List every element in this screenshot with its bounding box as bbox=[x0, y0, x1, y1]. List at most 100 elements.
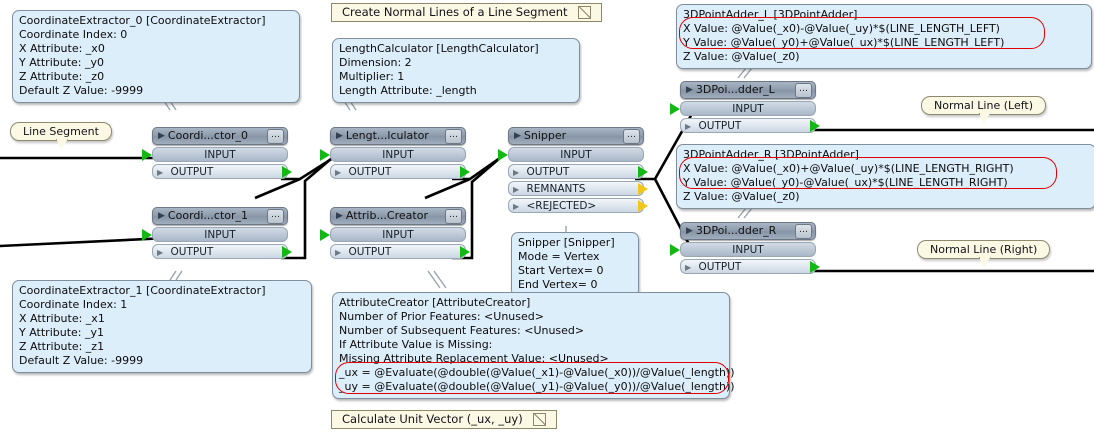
node-menu-icon[interactable]: … bbox=[445, 128, 462, 144]
node-menu-icon[interactable]: … bbox=[267, 208, 284, 224]
output-arrow-icon bbox=[810, 260, 820, 273]
callout-line-segment[interactable]: Line Segment bbox=[10, 122, 112, 149]
param-line: Coordinate Index: 1 bbox=[19, 298, 128, 311]
port-label: INPUT bbox=[382, 229, 414, 241]
node-3dpointadder-l[interactable]: ▶ 3DPoi...dder_L … INPUT ▶ OUTPUT bbox=[670, 81, 820, 133]
param-line: LengthCalculator [LengthCalculator] bbox=[339, 42, 539, 55]
param-line: Z Value: @Value(_z0) bbox=[683, 50, 800, 63]
port-label: OUTPUT bbox=[698, 261, 742, 273]
port-label: OUTPUT bbox=[170, 166, 214, 178]
param-line: Coordinate Index: 0 bbox=[19, 28, 128, 41]
callout-normal-line-left[interactable]: Normal Line (Left) bbox=[921, 96, 1046, 123]
node-length-calculator[interactable]: ▶ Lengt...lculator … INPUT ▶ OUTPUT bbox=[320, 127, 470, 179]
callout-tail bbox=[55, 139, 68, 149]
node-menu-icon[interactable]: … bbox=[795, 223, 812, 239]
node-3dpointadder-r[interactable]: ▶ 3DPoi...dder_R … INPUT ▶ OUTPUT bbox=[670, 222, 820, 274]
port-label: INPUT bbox=[204, 149, 236, 161]
param-line: 3DPointAdder_R [3DPointAdder] bbox=[683, 148, 859, 161]
port-output[interactable]: ▶ OUTPUT bbox=[152, 164, 292, 179]
param-line: X Attribute: _x0 bbox=[19, 42, 105, 55]
param-box-3dpointadder-r[interactable]: 3DPointAdder_R [3DPointAdder] X Value: @… bbox=[676, 144, 1094, 209]
port-label: OUTPUT bbox=[698, 120, 742, 132]
param-line: AttributeCreator [AttributeCreator] bbox=[339, 296, 531, 309]
param-line: CoordinateExtractor_0 [CoordinateExtract… bbox=[19, 14, 266, 27]
param-line: Z Value: @Value(_z0) bbox=[683, 190, 800, 203]
param-box-3dpointadder-l[interactable]: 3DPointAdder_L [3DPointAdder] X Value: @… bbox=[676, 4, 1092, 69]
param-line: Start Vertex= 0 bbox=[518, 264, 604, 277]
node-header[interactable]: ▶ Lengt...lculator … bbox=[330, 127, 466, 145]
callout-tail bbox=[978, 257, 991, 267]
node-menu-icon[interactable]: … bbox=[623, 128, 640, 144]
port-label: INPUT bbox=[204, 229, 236, 241]
port-label: OUTPUT bbox=[348, 166, 392, 178]
node-header[interactable]: ▶ Coordi...ctor_0 … bbox=[152, 127, 288, 145]
node-attribute-creator[interactable]: ▶ Attrib...Creator … INPUT ▶ OUTPUT bbox=[320, 207, 470, 259]
port-label: <REJECTED> bbox=[526, 200, 597, 212]
node-coordinate-extractor-0[interactable]: ▶ Coordi...ctor_0 … INPUT ▶ OUTPUT bbox=[142, 127, 292, 179]
node-menu-icon[interactable]: … bbox=[445, 208, 462, 224]
param-line: Dimension: 2 bbox=[339, 56, 412, 69]
port-output[interactable]: ▶ OUTPUT bbox=[330, 164, 470, 179]
node-title: 3DPoi...dder_R bbox=[695, 224, 777, 237]
node-menu-icon[interactable]: … bbox=[267, 128, 284, 144]
port-output[interactable]: ▶ OUTPUT bbox=[680, 259, 820, 274]
expand-triangle-icon: ▶ bbox=[336, 210, 343, 221]
param-line-formula: _uy = @Evaluate(@double(@Value(_y1)-@Val… bbox=[339, 380, 735, 393]
param-line-formula: _ux = @Evaluate(@double(@Value(_x1)-@Val… bbox=[339, 366, 735, 379]
output-arrow-icon bbox=[638, 199, 648, 212]
port-output[interactable]: ▶ OUTPUT bbox=[152, 244, 292, 259]
param-line: Length Attribute: _length bbox=[339, 84, 477, 97]
port-label: INPUT bbox=[732, 103, 764, 115]
param-line: Default Z Value: -9999 bbox=[19, 84, 144, 97]
port-input[interactable]: INPUT bbox=[670, 101, 816, 116]
port-input[interactable]: INPUT bbox=[320, 227, 466, 242]
node-header[interactable]: ▶ 3DPoi...dder_R … bbox=[680, 222, 816, 240]
param-line: Mode = Vertex bbox=[518, 250, 600, 263]
param-line: Multiplier: 1 bbox=[339, 70, 405, 83]
port-input[interactable]: INPUT bbox=[320, 147, 466, 162]
port-output[interactable]: ▶ OUTPUT bbox=[508, 164, 648, 179]
expand-triangle-icon: ▶ bbox=[336, 130, 343, 141]
output-arrow-icon bbox=[810, 119, 820, 132]
port-rejected[interactable]: ▶ <REJECTED> bbox=[508, 198, 648, 213]
param-box-coordinate-extractor-0[interactable]: CoordinateExtractor_0 [CoordinateExtract… bbox=[12, 10, 300, 103]
resize-grip-icon[interactable] bbox=[532, 413, 546, 426]
input-arrow-icon bbox=[320, 148, 330, 161]
node-coordinate-extractor-1[interactable]: ▶ Coordi...ctor_1 … INPUT ▶ OUTPUT bbox=[142, 207, 292, 259]
node-title: 3DPoi...dder_L bbox=[695, 83, 775, 96]
param-line-formula: Y Value: @Value(_y0)-@Value(_ux)*$(LINE_… bbox=[683, 176, 1008, 189]
port-output[interactable]: ▶ OUTPUT bbox=[330, 244, 470, 259]
port-label: INPUT bbox=[732, 244, 764, 256]
param-box-coordinate-extractor-1[interactable]: CoordinateExtractor_1 [CoordinateExtract… bbox=[12, 280, 312, 373]
node-header[interactable]: ▶ Snipper … bbox=[508, 127, 644, 145]
param-box-snipper[interactable]: Snipper [Snipper] Mode = Vertex Start Ve… bbox=[511, 232, 639, 297]
node-menu-icon[interactable]: … bbox=[795, 82, 812, 98]
workspace-title-bookmark[interactable]: Create Normal Lines of a Line Segment bbox=[331, 3, 602, 22]
node-title: Lengt...lculator bbox=[345, 129, 429, 142]
param-line: If Attribute Value is Missing: bbox=[339, 338, 493, 351]
node-snipper[interactable]: ▶ Snipper … INPUT ▶ OUTPUT ▶ REMNANTS ▶ … bbox=[498, 127, 648, 213]
port-triangle-icon: ▶ bbox=[513, 185, 520, 194]
param-box-length-calculator[interactable]: LengthCalculator [LengthCalculator] Dime… bbox=[332, 38, 580, 103]
node-header[interactable]: ▶ 3DPoi...dder_L … bbox=[680, 81, 816, 99]
node-title: Attrib...Creator bbox=[345, 209, 428, 222]
callout-normal-line-right[interactable]: Normal Line (Right) bbox=[917, 240, 1051, 267]
param-line: Default Z Value: -9999 bbox=[19, 354, 144, 367]
port-input[interactable]: INPUT bbox=[142, 147, 288, 162]
workspace-title-label: Create Normal Lines of a Line Segment bbox=[342, 5, 568, 19]
node-header[interactable]: ▶ Attrib...Creator … bbox=[330, 207, 466, 225]
port-output[interactable]: ▶ OUTPUT bbox=[680, 118, 820, 133]
port-input[interactable]: INPUT bbox=[142, 227, 288, 242]
port-remnants[interactable]: ▶ REMNANTS bbox=[508, 181, 648, 196]
node-header[interactable]: ▶ Coordi...ctor_1 … bbox=[152, 207, 288, 225]
param-box-attribute-creator[interactable]: AttributeCreator [AttributeCreator] Numb… bbox=[332, 292, 735, 399]
resize-grip-icon[interactable] bbox=[577, 6, 591, 19]
port-triangle-icon: ▶ bbox=[335, 168, 342, 177]
output-arrow-icon bbox=[638, 165, 648, 178]
port-input[interactable]: INPUT bbox=[670, 242, 816, 257]
workspace-bottom-bookmark[interactable]: Calculate Unit Vector (_ux, _uy) bbox=[331, 410, 557, 429]
expand-triangle-icon: ▶ bbox=[686, 84, 693, 95]
param-line: Y Attribute: _y0 bbox=[19, 56, 104, 69]
port-input[interactable]: INPUT bbox=[498, 147, 644, 162]
